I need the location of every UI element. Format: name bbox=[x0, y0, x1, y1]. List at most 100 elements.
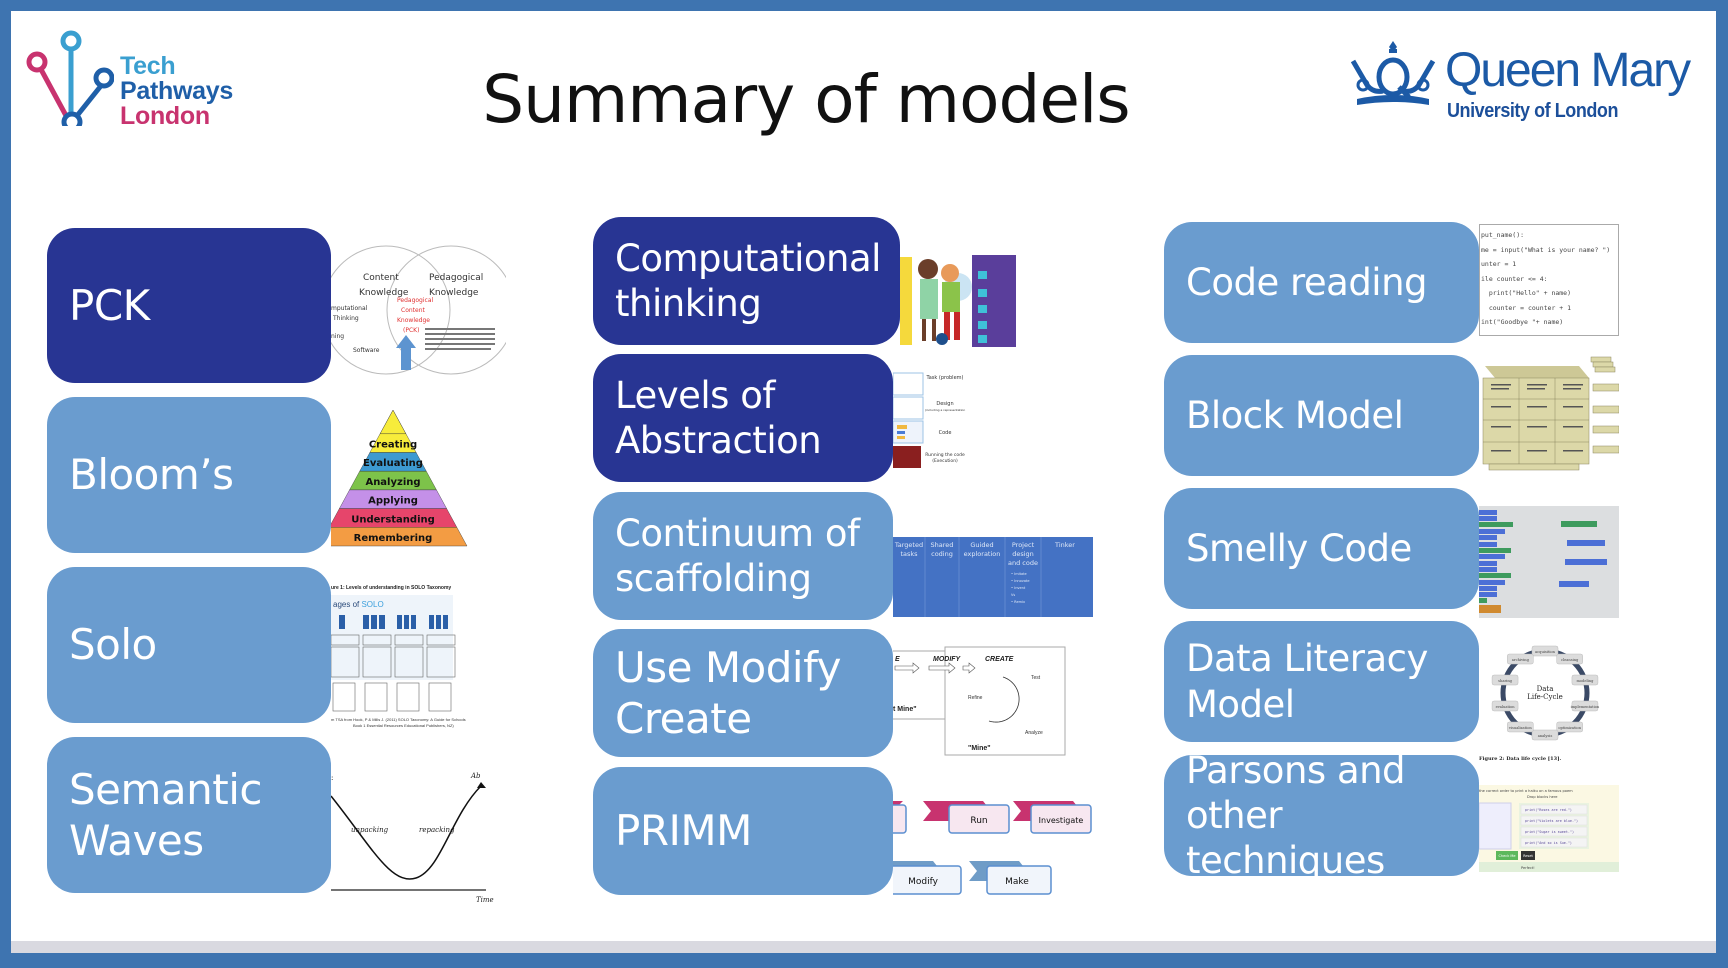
pck-center-3: Knowledge bbox=[397, 317, 430, 324]
slide: Tech Pathways London Summary of models Q… bbox=[11, 11, 1716, 953]
scaffold-col-3a: Guided bbox=[970, 541, 993, 549]
svg-text:exploration: exploration bbox=[964, 550, 1001, 558]
lifecycle-stage-label: modeling bbox=[1576, 679, 1594, 683]
solo-citation-1: m TSA from Hook, P & Mills J. (2011) SOL… bbox=[331, 717, 466, 722]
lifecycle-stage-label: visualization bbox=[1508, 726, 1533, 730]
scratch-blocks-thumbnail bbox=[1479, 506, 1619, 618]
pyramid-label-understanding: Understanding bbox=[351, 514, 435, 525]
primm-run: Run bbox=[970, 816, 987, 826]
model-box-smelly-code[interactable]: Smelly Code bbox=[1164, 488, 1479, 609]
parsons-block-code: print("Violets are blue.") bbox=[1525, 819, 1578, 823]
svg-text:tasks: tasks bbox=[900, 550, 918, 558]
network-nodes-icon bbox=[26, 30, 114, 126]
lifecycle-stage-label: cleansing bbox=[1561, 658, 1579, 662]
model-box-pck[interactable]: PCK bbox=[47, 228, 331, 383]
parsons-block-code: print("Sugar is sweet.") bbox=[1525, 830, 1574, 834]
wave-ylabel: : bbox=[331, 774, 333, 782]
slide-bottom-strip bbox=[11, 941, 1716, 953]
svg-text:(Execution): (Execution) bbox=[932, 458, 958, 464]
lifecycle-stage-label: archiving bbox=[1512, 658, 1530, 662]
pck-pedagogical-label: Pedagogical bbox=[429, 273, 483, 283]
parsons-drop: Drop blocks here bbox=[1527, 795, 1558, 799]
lifecycle-center: Data bbox=[1537, 685, 1554, 693]
solo-taxonomy-thumbnail: ure 1: Levels of understanding in SOLO T… bbox=[331, 583, 496, 733]
reset-button: Reset bbox=[1523, 854, 1533, 858]
pyramid-label-analyzing: Analyzing bbox=[365, 477, 420, 488]
code-line: put_name(): bbox=[1481, 231, 1525, 239]
parsons-feedback: Perfect! bbox=[1521, 866, 1535, 870]
scaffold-col-4a: Project bbox=[1012, 541, 1035, 549]
model-box-blooms[interactable]: Bloom’s bbox=[47, 397, 331, 553]
lifecycle-stage-label: implementation bbox=[1571, 705, 1600, 709]
pck-software: Software bbox=[353, 347, 380, 354]
lifecycle-stage-label: analysis bbox=[1538, 734, 1553, 738]
svg-text:• Imitate: • Imitate bbox=[1011, 572, 1027, 576]
umc-mine: "Mine" bbox=[968, 745, 991, 752]
umc-diagram-thumbnail: E MODIFY CREATE Test Refine Analyze t Mi… bbox=[893, 643, 1083, 758]
umc-test: Test bbox=[1031, 675, 1041, 681]
lifecycle-stage bbox=[1491, 674, 1519, 686]
lifecycle-stage-label: optimization bbox=[1558, 726, 1581, 730]
lifecycle-stage bbox=[1571, 700, 1599, 712]
logo-text-tech: Tech bbox=[120, 52, 176, 80]
lifecycle-stage bbox=[1571, 674, 1599, 686]
umc-modify: MODIFY bbox=[933, 656, 962, 663]
wave-time: Time bbox=[476, 896, 494, 904]
model-label: Smelly Code bbox=[1186, 526, 1412, 570]
umc-analyze: Analyze bbox=[1025, 730, 1043, 736]
queen-mary-logo: Queen Mary University of London bbox=[1351, 39, 1691, 134]
pck-center-2: Content bbox=[401, 307, 426, 314]
model-box-primm[interactable]: PRIMM bbox=[593, 767, 893, 895]
pyramid-label-evaluating: Evaluating bbox=[363, 458, 423, 469]
parsons-block-code: print("And so is Sue.") bbox=[1525, 841, 1572, 845]
solo-heading: ages of SOLO bbox=[333, 600, 384, 609]
pck-content-label: Content bbox=[363, 273, 399, 283]
pck-center-4: (PCK) bbox=[403, 327, 419, 334]
parsons-instruction: the correct order to print a haiku on a … bbox=[1479, 789, 1573, 793]
code-line: int("Goodbye "+ name) bbox=[1481, 318, 1564, 326]
model-label: Solo bbox=[69, 620, 157, 670]
wave-repacking: repacking bbox=[419, 826, 455, 834]
pyramid-apex bbox=[379, 409, 407, 435]
lifecycle-caption: Figure 2: Data life cycle [13]. bbox=[1479, 756, 1561, 762]
level-task: Task (problem) bbox=[926, 375, 964, 381]
pck-knowledge-label: Knowledge bbox=[359, 288, 409, 298]
wave-unpacking: unpacking bbox=[351, 826, 389, 834]
model-box-solo[interactable]: Solo bbox=[47, 567, 331, 723]
pck-venn-thumbnail: Content Knowledge Pedagogical Knowledge … bbox=[331, 240, 506, 385]
code-line: me = input("What is your name? ") bbox=[1481, 245, 1611, 254]
queen-mary-name: Queen Mary bbox=[1445, 44, 1691, 97]
logo-text-pathways: Pathways bbox=[120, 77, 233, 105]
pck-note-1: mputational bbox=[331, 305, 368, 312]
level-running: Running the code bbox=[925, 452, 965, 458]
model-label: Block Model bbox=[1186, 393, 1404, 437]
svg-text:and code: and code bbox=[1008, 559, 1038, 567]
model-label: Code reading bbox=[1186, 260, 1428, 304]
svg-text:design: design bbox=[1012, 550, 1034, 558]
solo-citation-2: Book 1 Essential Resources Educational P… bbox=[353, 723, 454, 728]
model-box-block-model[interactable]: Block Model bbox=[1164, 355, 1479, 476]
svg-text:• Invent: • Invent bbox=[1011, 586, 1026, 590]
lifecycle-stage bbox=[1556, 721, 1583, 733]
block-model-thumbnail bbox=[1479, 354, 1619, 472]
code-line: unter = 1 bbox=[1481, 260, 1517, 268]
pck-note-2: Thinking bbox=[332, 315, 359, 322]
primm-thumbnail: Run Investigate Modify Make bbox=[893, 791, 1093, 901]
model-box-code-reading[interactable]: Code reading bbox=[1164, 222, 1479, 343]
lifecycle-stage-label: acquisition bbox=[1535, 650, 1556, 654]
check-me-button: Check Me bbox=[1498, 854, 1515, 858]
